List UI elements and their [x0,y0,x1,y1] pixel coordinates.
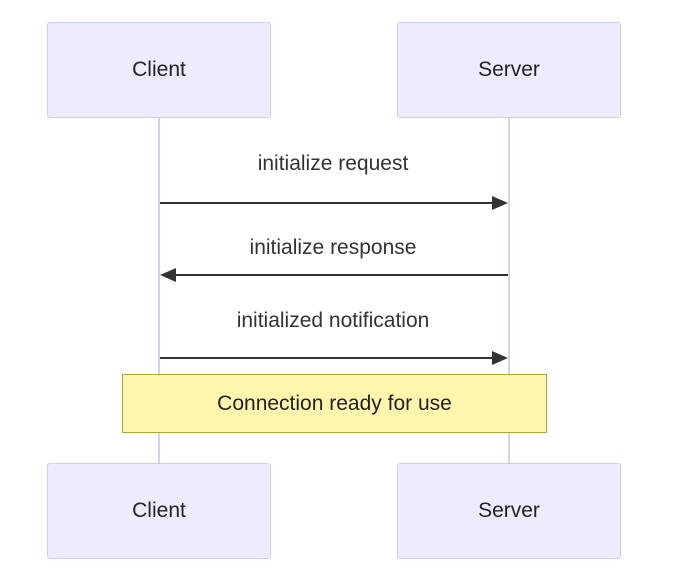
client-actor-label: Client [132,58,186,81]
message-label-initialize-request: initialize request [257,152,409,175]
client-actor-top: Client [47,22,271,118]
connection-ready-note: Connection ready for use [122,374,547,433]
message-arrow-initialized-notification [160,351,510,365]
message-label-initialize-response: initialize response [249,236,417,259]
client-lifeline [158,118,160,464]
server-actor-bottom: Server [397,463,621,559]
client-actor-label-bottom: Client [132,499,186,522]
server-actor-top: Server [397,22,621,118]
message-label-initialized-notification: initialized notification [236,309,430,332]
note-text: Connection ready for use [217,391,452,415]
message-arrow-initialize-response [160,268,510,282]
server-actor-label: Server [478,58,540,81]
server-actor-label-bottom: Server [478,499,540,522]
message-arrow-initialize-request [160,196,510,210]
client-actor-bottom: Client [47,463,271,559]
server-lifeline [508,118,510,464]
